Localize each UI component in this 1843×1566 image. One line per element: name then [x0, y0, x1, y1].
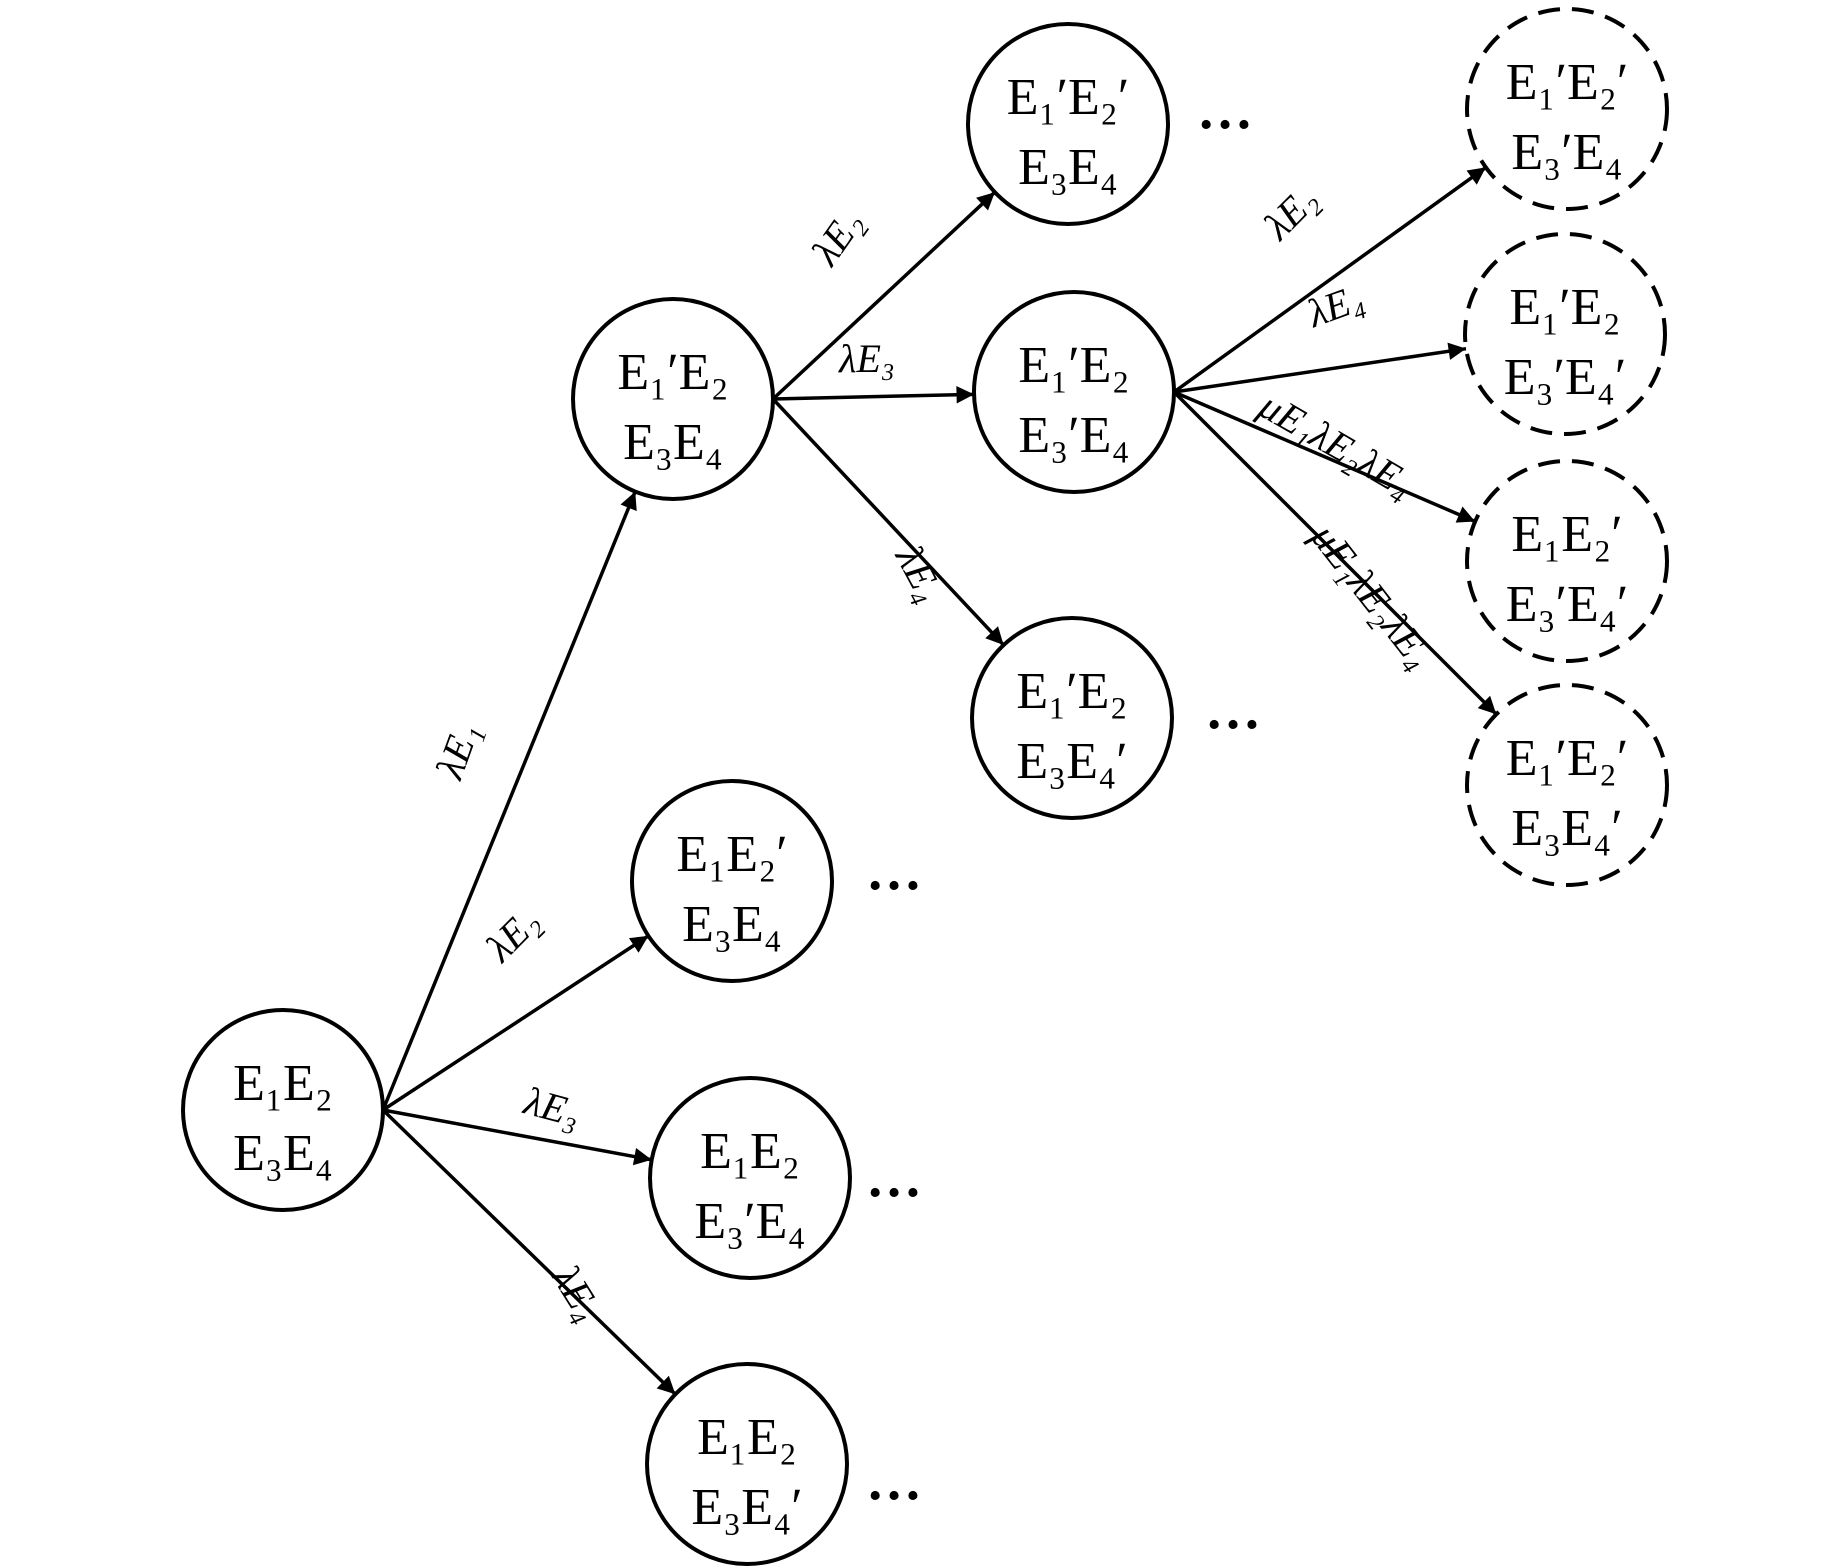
state-node-r2: E₁′E₂ E₃′E₄′ — [1463, 232, 1667, 436]
state-node-c: E₁E₂ E₃′E₄ — [648, 1076, 852, 1280]
node-circle — [181, 1008, 385, 1212]
ellipsis: … — [1205, 679, 1261, 741]
node-label-line1: E₁′E₂′ — [1506, 730, 1629, 787]
edge-arrow-a-a2 — [772, 385, 975, 404]
edge-arrow-root-d — [381, 1108, 677, 1396]
node-label-line1: E₁E₂ — [697, 1409, 797, 1466]
state-node-d: E₁E₂ E₃E₄′ — [645, 1362, 849, 1566]
node-label-line1: E₁E₂′ — [676, 826, 787, 883]
state-node-r3: E₁E₂′ E₃′E₄′ — [1465, 459, 1669, 663]
edge-arrow-a2-r1 — [1172, 166, 1487, 394]
node-label-line1: E₁′E₂′ — [1506, 54, 1629, 111]
node-label-line1: E₁′E₂ — [1018, 337, 1129, 394]
edge-label: λE₃ — [519, 1078, 585, 1136]
state-node-r4: E₁′E₂′ E₃E₄′ — [1465, 683, 1669, 887]
state-node-root: E₁E₂ E₃E₄ — [181, 1008, 385, 1212]
node-label-line1: E₁′E₂ — [617, 344, 728, 401]
edge-arrow-root-c — [382, 1108, 652, 1166]
edge-label: λE₂ — [476, 899, 548, 971]
node-circle — [1465, 683, 1669, 887]
state-node-b: E₁E₂′ E₃E₄ — [630, 779, 834, 983]
node-label-line2: E₃′E₄ — [1511, 124, 1622, 181]
edge-label: μE₁λE₂λE₄ — [1251, 382, 1421, 506]
node-circle — [648, 1076, 852, 1280]
edge-arrow-a-a1 — [771, 190, 997, 401]
state-node-a: E₁′E₂ E₃E₄ — [571, 297, 775, 501]
ellipsis: … — [866, 840, 922, 902]
node-circle — [1465, 459, 1669, 663]
node-label-line1: E₁E₂ — [233, 1055, 333, 1112]
edge-label: λE₃ — [838, 336, 895, 381]
edge-arrow-a2-r4 — [1172, 390, 1498, 716]
node-label-line2: E₃′E₄ — [1018, 407, 1129, 464]
node-label-line1: E₁′E₂ — [1016, 663, 1127, 720]
edge-label: λE₂ — [802, 202, 871, 274]
ellipsis: … — [866, 1450, 922, 1512]
edge-arrow-a-a3 — [771, 397, 1005, 647]
edge-label: λE₄ — [1301, 275, 1370, 337]
edge-arrow-a2-r2 — [1173, 342, 1467, 394]
node-label-line2: E₃E₄ — [1018, 139, 1118, 196]
edge-arrow-root-a — [381, 490, 637, 1111]
node-label-line1: E₁E₂′ — [1511, 506, 1622, 563]
node-label-line2: E₃′E₄ — [694, 1193, 805, 1250]
state-node-a3: E₁′E₂ E₃E₄′ — [970, 616, 1174, 820]
node-label-line2: E₃E₄′ — [1511, 800, 1622, 857]
ellipsis: … — [1197, 79, 1253, 141]
node-circle — [966, 22, 1170, 226]
node-circle — [630, 779, 834, 983]
state-node-a2: E₁′E₂ E₃′E₄ — [972, 290, 1176, 494]
state-node-r1: E₁′E₂′ E₃′E₄ — [1465, 7, 1669, 211]
node-label-line1: E₁′E₂ — [1509, 279, 1620, 336]
edge-label: μE₁λE₂λE₄ — [1302, 514, 1443, 676]
node-circle — [970, 616, 1174, 820]
edge-arrow-a2-r3 — [1173, 390, 1476, 524]
node-label-line2: E₃E₄ — [682, 896, 782, 953]
node-label-line1: E₁E₂ — [700, 1123, 800, 1180]
node-label-line2: E₃E₄ — [233, 1125, 333, 1182]
node-label-line1: E₁′E₂′ — [1007, 69, 1130, 126]
node-circle — [972, 290, 1176, 494]
node-circle — [1463, 232, 1667, 436]
edge-label: λE₂ — [1254, 177, 1326, 249]
node-circle — [645, 1362, 849, 1566]
node-circle — [571, 297, 775, 501]
ellipsis: … — [866, 1147, 922, 1209]
node-label-line2: E₃E₄ — [623, 414, 723, 471]
edge-arrow-root-b — [382, 934, 650, 1112]
edge-label: λE₄ — [887, 538, 953, 609]
node-label-line2: E₃E₄′ — [1016, 733, 1127, 790]
node-label-line2: E₃′E₄′ — [1506, 576, 1629, 633]
edge-label: λE₁ — [426, 717, 488, 786]
node-label-line2: E₃E₄′ — [691, 1479, 802, 1536]
state-node-a1: E₁′E₂′ E₃E₄ — [966, 22, 1170, 226]
node-label-line2: E₃′E₄′ — [1504, 349, 1627, 406]
node-circle — [1465, 7, 1669, 211]
edge-label: λE₄ — [543, 1256, 611, 1328]
